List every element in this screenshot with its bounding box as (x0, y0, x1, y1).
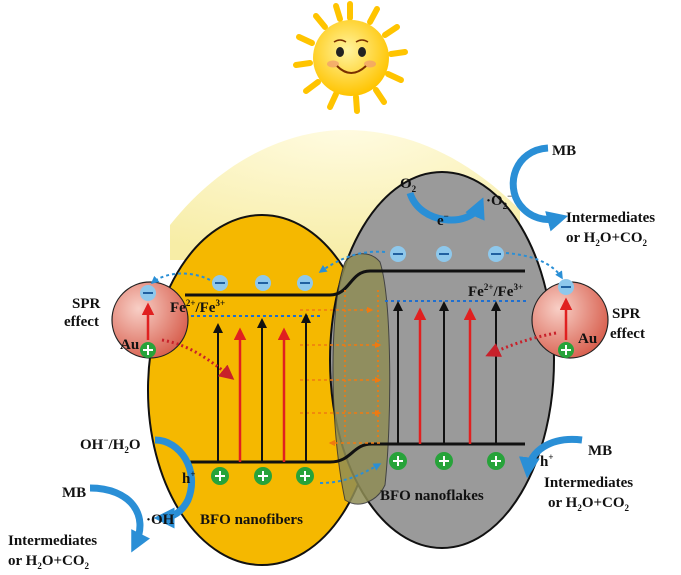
o2-reduction-arrow (406, 191, 485, 224)
bfo-nanofibers-label: BFO nanofibers (200, 512, 303, 528)
nanofiber-conduction-band (185, 269, 525, 297)
hole-label-left: h+ (182, 469, 195, 487)
electron-to-au-right (505, 252, 563, 280)
oh-oxidation-arrow (153, 436, 196, 529)
spr-label-left-2: effect (64, 314, 99, 330)
nanoflake-excitation-arrows (393, 301, 501, 444)
o2-label: O2 (400, 176, 417, 194)
nanofiber-electrons (212, 275, 313, 291)
mb-label-bottom-right: MB (588, 443, 612, 459)
nanofiber-excitation-arrows (213, 313, 311, 462)
oh-radical-label: ·OH (146, 512, 175, 528)
smiling-sun-icon (293, 1, 408, 114)
intermediates-top-1: Intermediates (566, 210, 655, 226)
gold-nanoparticle-right (531, 279, 609, 359)
spr-label-right-1: SPR (612, 306, 641, 322)
nanofiber-holes (211, 467, 314, 485)
nanoflake-holes (389, 452, 505, 470)
interface-transfer-arrows (300, 290, 382, 447)
electron-to-au-left (150, 272, 211, 285)
fe-label-left: Fe2+/Fe3+ (170, 298, 225, 316)
superoxide-label: ·O2− (486, 191, 512, 211)
hot-electron-arrow-left (161, 338, 235, 380)
mb-bottom-left-arrow (89, 484, 151, 553)
mb-label-top: MB (552, 143, 576, 159)
bfo-nanoflakes-label: BFO nanoflakes (380, 488, 484, 504)
au-label-left: Au (120, 337, 139, 353)
mb-top-arrow (509, 144, 569, 232)
intermediates-bl-2: or H2O+CO2 (8, 553, 90, 571)
intermediates-br-1: Intermediates (544, 475, 633, 491)
electron-label: e− (437, 211, 449, 229)
nanoflake-electrons (390, 246, 504, 262)
gold-nanoparticle-left (111, 281, 189, 359)
hole-label-right: h+ (540, 452, 553, 470)
spr-label-left-1: SPR (72, 296, 101, 312)
intermediates-bl-1: Intermediates (8, 533, 97, 549)
oh-h2o-label: OH−/H2O (80, 435, 141, 455)
intermediates-top-2: or H2O+CO2 (566, 230, 648, 248)
intermediates-br-2: or H2O+CO2 (548, 495, 630, 513)
band-edges (185, 269, 525, 464)
spr-label-right-2: effect (610, 326, 645, 342)
fe-label-right: Fe2+/Fe3+ (468, 282, 523, 300)
hole-transfer-arrow (319, 463, 382, 484)
heterojunction-interface (332, 253, 391, 505)
hot-electron-arrow-right (485, 331, 557, 357)
au-label-right: Au (578, 331, 597, 347)
mb-label-bottom-left: MB (62, 485, 86, 501)
mb-bottom-right-arrow (518, 435, 583, 479)
electron-transfer-arrow (318, 250, 386, 273)
nanofiber-valence-band (185, 442, 525, 464)
